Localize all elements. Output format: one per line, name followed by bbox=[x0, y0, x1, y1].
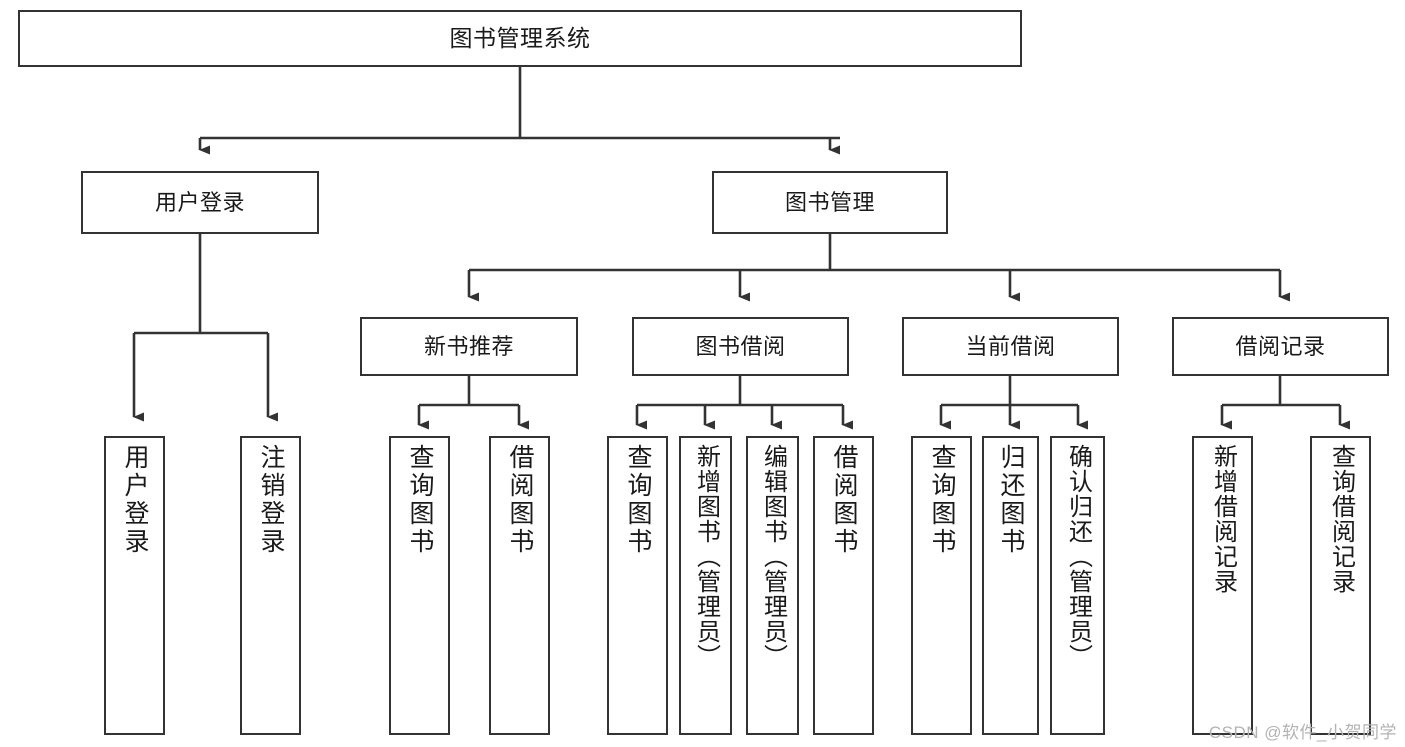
node-user-login-label: 用户登录 bbox=[154, 189, 245, 215]
node-leaf-query-record-label: 查询借阅记录 bbox=[1327, 444, 1355, 594]
node-leaf-query-book-3-label: 查询图书 bbox=[928, 444, 956, 556]
node-new-book-rec[interactable]: 新书推荐 bbox=[360, 317, 578, 376]
node-leaf-borrow-book-1-label: 借阅图书 bbox=[506, 444, 534, 556]
csdn-watermark: CSDN @软件_小贺同学 bbox=[1208, 723, 1397, 742]
node-current-borrow[interactable]: 当前借阅 bbox=[902, 317, 1119, 376]
node-book-borrow[interactable]: 图书借阅 bbox=[632, 317, 849, 376]
node-book-manage-label: 图书管理 bbox=[784, 189, 875, 215]
node-leaf-return-book[interactable]: 归还图书 bbox=[982, 436, 1039, 735]
node-leaf-add-book[interactable]: 新增图书（管理员） bbox=[679, 436, 732, 735]
node-leaf-borrow-book-2[interactable]: 借阅图书 bbox=[813, 436, 874, 735]
node-leaf-add-book-label: 新增图书（管理员） bbox=[692, 444, 720, 669]
node-leaf-query-book-2[interactable]: 查询图书 bbox=[607, 436, 668, 735]
node-user-login[interactable]: 用户登录 bbox=[81, 171, 319, 234]
node-leaf-logout[interactable]: 注销登录 bbox=[240, 436, 301, 735]
node-leaf-add-record-label: 新增借阅记录 bbox=[1209, 444, 1237, 594]
node-book-borrow-label: 图书借阅 bbox=[695, 333, 786, 359]
node-leaf-user-login[interactable]: 用户登录 bbox=[104, 436, 165, 735]
node-leaf-query-book-1[interactable]: 查询图书 bbox=[389, 436, 450, 735]
node-leaf-add-record[interactable]: 新增借阅记录 bbox=[1192, 436, 1253, 735]
node-leaf-confirm-return[interactable]: 确认归还（管理员） bbox=[1050, 436, 1105, 735]
node-leaf-user-login-label: 用户登录 bbox=[121, 444, 149, 556]
node-leaf-edit-book[interactable]: 编辑图书（管理员） bbox=[746, 436, 799, 735]
node-leaf-query-book-2-label: 查询图书 bbox=[624, 444, 652, 556]
node-leaf-logout-label: 注销登录 bbox=[257, 444, 285, 556]
node-leaf-borrow-book-2-label: 借阅图书 bbox=[830, 444, 858, 556]
node-borrow-record[interactable]: 借阅记录 bbox=[1172, 317, 1389, 376]
node-leaf-query-book-1-label: 查询图书 bbox=[406, 444, 434, 556]
node-leaf-query-record[interactable]: 查询借阅记录 bbox=[1310, 436, 1371, 735]
node-leaf-query-book-3[interactable]: 查询图书 bbox=[911, 436, 972, 735]
node-root[interactable]: 图书管理系统 bbox=[18, 10, 1022, 67]
node-leaf-borrow-book-1[interactable]: 借阅图书 bbox=[489, 436, 550, 735]
node-leaf-return-book-label: 归还图书 bbox=[997, 444, 1025, 556]
node-new-book-rec-label: 新书推荐 bbox=[423, 333, 514, 359]
node-borrow-record-label: 借阅记录 bbox=[1235, 333, 1326, 359]
node-root-label: 图书管理系统 bbox=[449, 24, 591, 51]
node-current-borrow-label: 当前借阅 bbox=[965, 333, 1056, 359]
node-leaf-edit-book-label: 编辑图书（管理员） bbox=[759, 444, 787, 669]
node-book-manage[interactable]: 图书管理 bbox=[712, 171, 948, 234]
node-leaf-confirm-return-label: 确认归还（管理员） bbox=[1064, 444, 1092, 669]
